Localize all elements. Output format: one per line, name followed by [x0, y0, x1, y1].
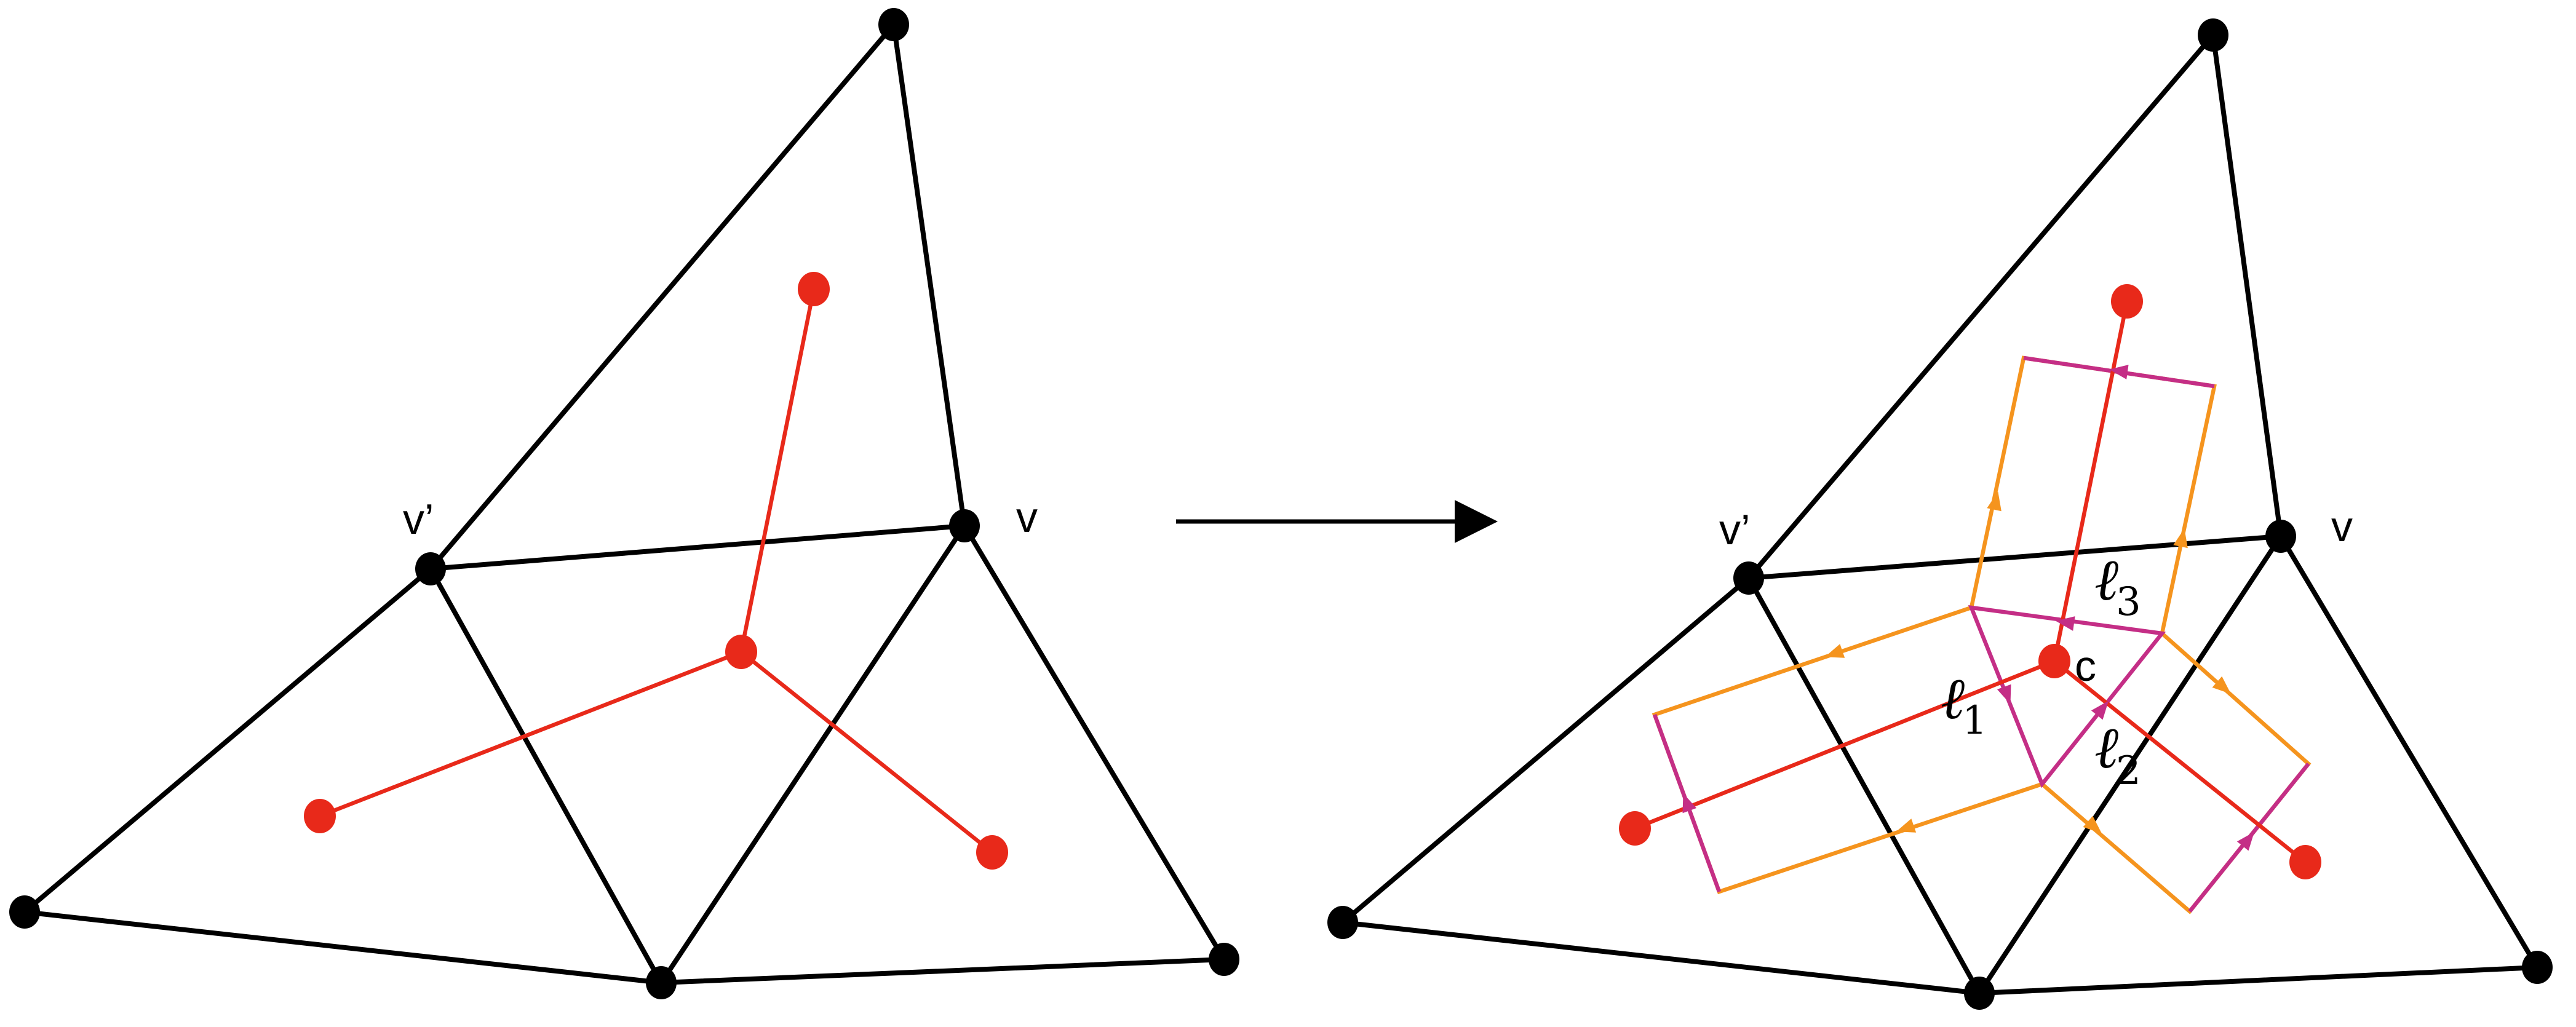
loop-label-l1-sub: 1	[1962, 698, 1987, 743]
left-edge	[659, 523, 967, 985]
right-edge	[1746, 534, 2283, 581]
dual-edge	[2052, 659, 2308, 865]
graph-vertex	[1964, 977, 1995, 1010]
orange-arrowhead-icon	[2083, 815, 2102, 834]
left-dual-vertices	[304, 272, 1008, 870]
dual-edge	[1632, 659, 2057, 831]
magenta-arrowhead-icon	[2056, 616, 2075, 631]
right-graph-vertices	[1327, 18, 2553, 1010]
left-edge	[22, 910, 664, 985]
loop-label-l3: ℓ 3	[2094, 547, 2141, 625]
loop-label-l3-symbol: ℓ	[2094, 547, 2118, 614]
right-panel: v’ v c ℓ 3 ℓ 1 ℓ 2	[1327, 18, 2553, 1010]
magenta-arrowhead-icon	[1997, 684, 2011, 705]
left-edge	[891, 22, 967, 528]
right-dual-vertices	[1619, 284, 2321, 879]
graph-vertex	[878, 8, 909, 41]
orange-loop-left	[1652, 605, 2043, 895]
graph-vertex	[2198, 18, 2228, 52]
right-edge	[1340, 920, 1982, 996]
vertex-label-v: v	[1016, 493, 1038, 541]
graph-vertex-v-prime	[1733, 561, 1764, 595]
graph-vertex	[1209, 943, 1239, 976]
loop-label-l2-sub: 2	[2116, 748, 2141, 794]
left-graph-edges	[22, 22, 1226, 985]
left-edge	[428, 22, 896, 571]
left-panel: v’ v	[9, 8, 1239, 999]
dual-vertex	[976, 835, 1008, 870]
graph-vertex	[1327, 906, 1358, 939]
dual-vertex-center	[725, 635, 757, 669]
right-edge	[2211, 33, 2283, 539]
right-edge	[1977, 965, 2540, 996]
left-edge	[428, 523, 967, 571]
left-graph-vertices	[9, 8, 1239, 999]
orange-arrowhead-icon	[2212, 676, 2232, 694]
magenta-arrowhead-icon	[2236, 831, 2255, 851]
graph-vertex-v-prime	[415, 552, 446, 585]
graph-vertex	[9, 895, 40, 929]
dual-edge	[317, 649, 744, 819]
graph-vertex	[646, 966, 677, 999]
dual-vertex-center	[2038, 644, 2070, 678]
right-edge	[1340, 576, 1751, 925]
dual-vertex	[798, 272, 830, 306]
magenta-arrowhead-icon	[2109, 365, 2129, 379]
magenta-arrowhead-icon	[2091, 700, 2109, 720]
dual-edge	[739, 649, 995, 855]
vertex-label-v-prime: v’	[1719, 506, 1751, 553]
right-edge	[1746, 33, 2216, 581]
loop-label-l3-sub: 3	[2116, 579, 2141, 625]
left-edge	[428, 566, 664, 985]
dual-vertex	[1619, 811, 1651, 846]
loop-label-l1: ℓ 1	[1941, 665, 1987, 743]
magenta-loops	[1652, 355, 2310, 913]
left-edge	[22, 566, 433, 914]
vertex-label-v: v	[2331, 502, 2353, 550]
loop-label-l2: ℓ 2	[2094, 715, 2141, 794]
left-edge	[962, 523, 1226, 962]
orange-arrowhead-icon	[1987, 491, 2002, 512]
vertex-label-v-prime: v’	[403, 495, 434, 543]
loop-label-l2-symbol: ℓ	[2094, 715, 2118, 782]
graph-vertex-v	[949, 509, 980, 542]
right-edge	[2278, 534, 2540, 970]
orange-loop-top	[1969, 355, 2217, 634]
magenta-arrowhead-icon	[1682, 793, 1697, 814]
graph-vertex	[2522, 951, 2553, 984]
loop-label-l1-symbol: ℓ	[1941, 665, 1965, 732]
dual-edge	[739, 287, 816, 654]
dual-vertex	[304, 799, 336, 833]
left-dual-edges	[317, 287, 995, 855]
dual-vertex	[2289, 845, 2321, 879]
left-edge	[659, 957, 1226, 985]
right-graph-edges	[1340, 33, 2540, 996]
right-edge	[1977, 534, 2283, 996]
loop-arrowheads	[1682, 365, 2255, 851]
right-dual-edges	[1632, 299, 2308, 865]
dual-vertex	[2111, 284, 2143, 319]
orange-arrowhead-icon	[1824, 644, 1845, 658]
right-edge	[1746, 576, 1982, 996]
graph-vertex-v	[2265, 520, 2296, 553]
orange-arrowhead-icon	[2173, 528, 2188, 549]
orange-arrowhead-icon	[1896, 819, 1917, 833]
dual-edge	[2052, 299, 2129, 664]
center-label-c: c	[2075, 642, 2096, 690]
